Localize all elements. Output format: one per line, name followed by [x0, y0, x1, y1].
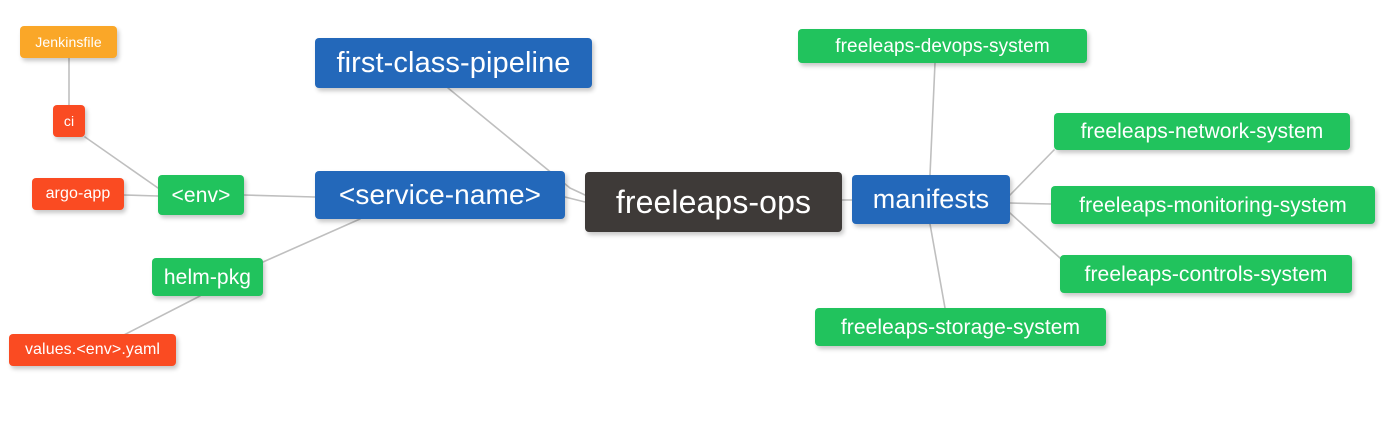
node-network-system[interactable]: freeleaps-network-system — [1054, 113, 1350, 150]
node-helm-pkg[interactable]: helm-pkg — [152, 258, 263, 296]
node-env[interactable]: <env> — [158, 175, 244, 215]
node-label-freeleaps-ops: freeleaps-ops — [615, 184, 812, 220]
node-argo-app[interactable]: argo-app — [32, 178, 124, 210]
node-first-class-pipeline[interactable]: first-class-pipeline — [315, 38, 592, 88]
node-jenkinsfile[interactable]: Jenkinsfile — [20, 26, 117, 58]
node-label-helm-pkg: helm-pkg — [163, 265, 252, 289]
node-ci[interactable]: ci — [53, 105, 85, 137]
node-label-first-class-pipeline: first-class-pipeline — [336, 46, 571, 79]
edge-manifests-to-devops-system — [929, 62, 936, 176]
node-values-yaml[interactable]: values.<env>.yaml — [9, 334, 176, 366]
node-storage-system[interactable]: freeleaps-storage-system — [815, 308, 1106, 346]
edge-helm-pkg-to-values-yaml — [119, 295, 201, 338]
edge-manifests-to-network-system — [1009, 149, 1055, 196]
node-devops-system[interactable]: freeleaps-devops-system — [798, 29, 1087, 63]
node-manifests[interactable]: manifests — [852, 175, 1010, 224]
node-label-env: <env> — [171, 183, 231, 207]
node-label-storage-system: freeleaps-storage-system — [840, 315, 1081, 339]
node-monitoring-system[interactable]: freeleaps-monitoring-system — [1051, 186, 1375, 224]
node-label-service-name: <service-name> — [338, 179, 542, 210]
node-freeleaps-ops[interactable]: freeleaps-ops — [585, 172, 842, 232]
node-label-values-yaml: values.<env>.yaml — [24, 341, 161, 358]
edge-service-name-to-env — [243, 194, 316, 198]
edge-manifests-to-monitoring-system — [1009, 202, 1052, 205]
node-label-monitoring-system: freeleaps-monitoring-system — [1079, 193, 1347, 217]
node-label-manifests: manifests — [872, 184, 990, 214]
node-label-devops-system: freeleaps-devops-system — [835, 35, 1050, 57]
node-controls-system[interactable]: freeleaps-controls-system — [1060, 255, 1352, 293]
node-label-jenkinsfile: Jenkinsfile — [35, 34, 102, 50]
edge-service-name-to-helm-pkg — [262, 218, 361, 263]
node-label-controls-system: freeleaps-controls-system — [1084, 262, 1328, 286]
node-label-network-system: freeleaps-network-system — [1080, 120, 1324, 143]
edge-manifests-to-storage-system — [929, 223, 946, 309]
node-service-name[interactable]: <service-name> — [315, 171, 565, 219]
node-label-argo-app: argo-app — [45, 185, 111, 202]
edge-freeleaps-ops-to-service-name — [564, 196, 586, 203]
node-label-ci: ci — [63, 113, 75, 129]
edge-env-to-argo-app — [123, 194, 159, 197]
